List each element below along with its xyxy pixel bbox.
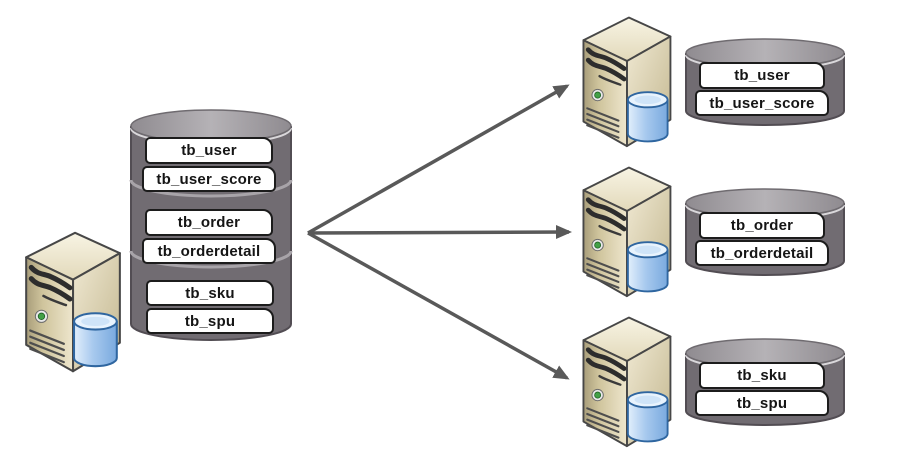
- table-label: tb_spu: [695, 390, 829, 416]
- table-label: tb_order: [699, 212, 825, 239]
- table-label: tb_user_score: [142, 166, 276, 192]
- shard-database-cylinder: tb_order tb_orderdetail: [683, 187, 847, 279]
- table-label: tb_user_score: [695, 90, 829, 116]
- server-tower-icon: [16, 220, 128, 378]
- table-label: tb_orderdetail: [695, 240, 829, 266]
- shard-database-cylinder: tb_sku tb_spu: [683, 337, 847, 429]
- server-tower-icon: [574, 304, 678, 454]
- shard-database-cylinder: tb_user tb_user_score: [683, 37, 847, 129]
- table-label: tb_spu: [146, 308, 274, 334]
- table-label: tb_sku: [699, 362, 825, 389]
- arrow-to-shard-2: [307, 225, 572, 240]
- arrow-to-shard-3: [307, 231, 570, 380]
- table-label: tb_sku: [146, 280, 274, 306]
- table-label: tb_user: [145, 137, 273, 164]
- arrow-to-shard-1: [307, 84, 570, 235]
- server-tower-icon: [574, 154, 678, 304]
- table-label: tb_order: [145, 209, 273, 236]
- source-database-cylinder: tb_user tb_user_score tb_order tb_orderd…: [128, 106, 294, 348]
- table-label: tb_orderdetail: [142, 238, 276, 264]
- table-label: tb_user: [699, 62, 825, 89]
- server-tower-icon: [574, 4, 678, 154]
